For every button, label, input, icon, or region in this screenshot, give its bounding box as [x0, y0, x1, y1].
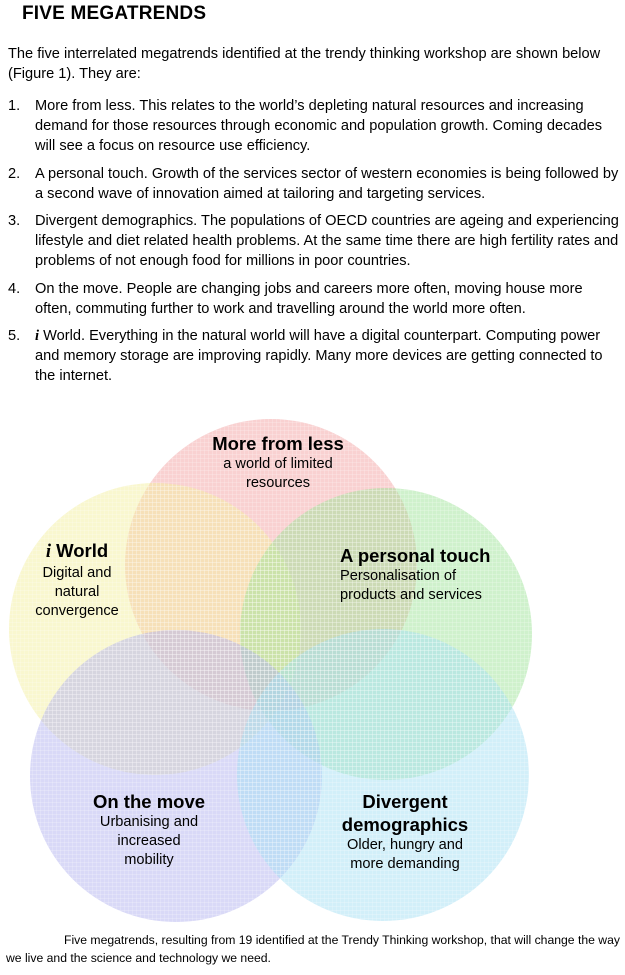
list-number: 2. — [8, 165, 21, 182]
list-item: 3. Divergent demographics. The populatio… — [8, 211, 622, 272]
label-line: increased — [117, 833, 181, 849]
label-line: mobility — [124, 852, 174, 868]
list-number: 1. — [8, 98, 21, 114]
label-line: products and services — [340, 587, 482, 603]
label-title-text: World — [50, 540, 109, 561]
label-title: Divergent — [362, 791, 448, 812]
label-personal-touch: A personal touch Personalisation of prod… — [340, 544, 540, 605]
label-i-prefix: i — [45, 542, 51, 562]
list-text: World. Everything in the natural world w… — [35, 328, 603, 385]
label-divergent-demographics: Divergent demographics Older, hungry and… — [330, 790, 480, 874]
label-on-the-move: On the move Urbanising and increased mob… — [74, 790, 224, 870]
label-more-from-less: More from less a world of limited resour… — [178, 432, 378, 493]
label-line: Digital and — [42, 565, 112, 581]
list-text: A personal touch. Growth of the services… — [35, 165, 619, 202]
list-text: Divergent demographics. The populations … — [35, 213, 619, 270]
label-line: Urbanising and — [99, 814, 199, 830]
label-i-world: i World Digital and natural convergence — [22, 539, 132, 621]
list-number: 4. — [8, 280, 21, 297]
list-item: 4. On the move. People are changing jobs… — [8, 279, 622, 319]
figure-caption: Five megatrends, resulting from 19 ident… — [6, 933, 620, 965]
label-line: more demanding — [350, 856, 460, 872]
label-title: On the move — [92, 791, 206, 812]
label-line: natural — [54, 584, 100, 600]
list-item: 1. More from less. This relates to the w… — [8, 96, 622, 157]
grid-texture — [237, 629, 529, 921]
page-title: FIVE MEGATRENDS — [22, 3, 207, 24]
list-item: 5. i World. Everything in the natural wo… — [8, 326, 622, 387]
list-number: 3. — [8, 213, 21, 230]
label-title: More from less — [212, 433, 344, 454]
list-number: 5. — [8, 328, 21, 345]
megatrend-list: 1. More from less. This relates to the w… — [8, 96, 622, 394]
megatrends-venn-diagram: More from less a world of limited resour… — [0, 410, 625, 930]
intro-paragraph: The five interrelated megatrends identif… — [8, 46, 601, 82]
grid-texture — [30, 630, 322, 922]
list-text: On the move. People are changing jobs an… — [35, 280, 583, 317]
label-line: resources — [245, 475, 311, 491]
label-title: A personal touch — [340, 545, 491, 566]
label-line: Older, hungry and — [346, 837, 464, 853]
label-line: convergence — [35, 603, 119, 619]
list-text: More from less. This relates to the worl… — [35, 98, 603, 155]
label-line: a world of limited — [223, 456, 333, 472]
list-i-prefix: i — [35, 328, 40, 345]
list-item: 2. A personal touch. Growth of the servi… — [8, 164, 622, 204]
label-title: i World — [22, 539, 132, 564]
label-title: demographics — [341, 814, 469, 835]
label-line: Personalisation of — [340, 568, 457, 584]
